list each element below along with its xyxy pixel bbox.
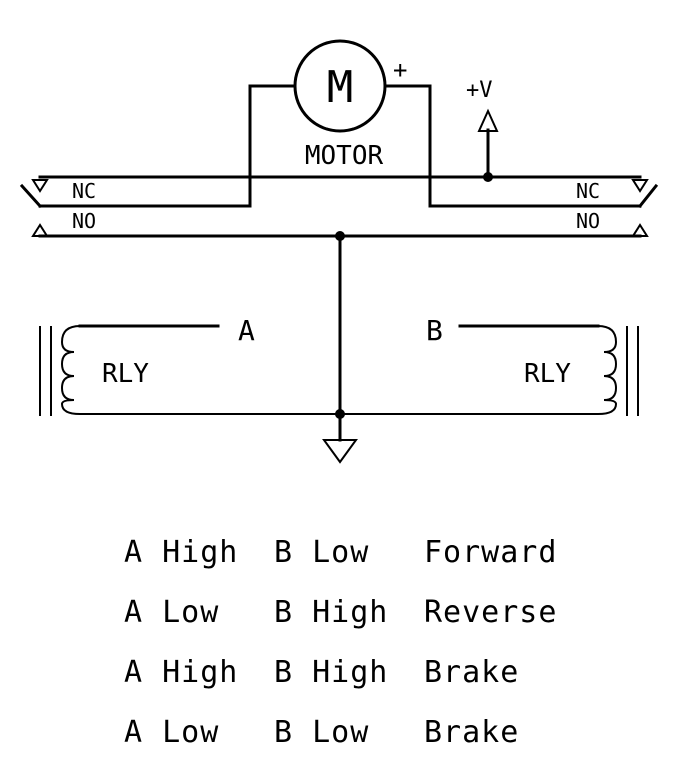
supply-terminal: +V <box>466 78 499 182</box>
relay-a-no-label: NO <box>72 209 96 233</box>
truth-table: A High B Low Forward A Low B High Revers… <box>124 522 584 762</box>
relay-a-winding <box>60 325 340 415</box>
relay-a-nc-contact-icon <box>31 179 49 193</box>
supply-label: +V <box>466 78 493 103</box>
relay-b-state: B High <box>274 654 389 690</box>
relay-b-switch-arm <box>637 183 659 209</box>
relay-b-winding <box>340 325 618 415</box>
relay-b-nc-contact-icon <box>631 179 649 193</box>
relay-b-state: B High <box>274 594 389 630</box>
relay-a-no-contact-icon <box>31 223 49 237</box>
motor-action: Reverse <box>424 594 558 630</box>
relay-b-no-contact-icon <box>631 223 649 237</box>
motor-action: Forward <box>424 534 558 570</box>
relay-b-coil: RLY B <box>340 314 639 416</box>
truth-table-row: A High B High Brake <box>124 642 584 702</box>
relay-a-nc-label: NC <box>72 179 96 203</box>
ground-icon <box>322 439 358 464</box>
motor-action: Brake <box>424 654 520 690</box>
relay-b-state: B Low <box>274 714 370 750</box>
relay-a-state: A Low <box>124 594 220 630</box>
relay-b-no-label: NO <box>576 209 600 233</box>
motor-polarity: + <box>393 56 407 84</box>
truth-table-row: A Low B High Reverse <box>124 582 584 642</box>
no-junction-dot <box>335 231 345 241</box>
relay-a-coil: RLY A <box>39 314 340 416</box>
motor-label: MOTOR <box>305 141 384 171</box>
relay-a-state: A High <box>124 534 239 570</box>
motor-lead-left <box>38 84 297 208</box>
motor-lead-right <box>383 84 642 208</box>
relay-a-state: A Low <box>124 714 220 750</box>
relay-a-state: A High <box>124 654 239 690</box>
relay-a-switch-arm <box>19 183 43 209</box>
truth-table-row: A High B Low Forward <box>124 522 584 582</box>
motor-action: Brake <box>424 714 520 750</box>
relay-a-coil-label: RLY <box>102 359 149 389</box>
truth-table-row: A Low B Low Brake <box>124 702 584 762</box>
relay-b-state: B Low <box>274 534 370 570</box>
motor-symbol: M <box>327 62 354 113</box>
relay-b-coil-label: RLY <box>524 359 571 389</box>
relay-b-nc-label: NC <box>576 179 600 203</box>
supply-arrow-icon <box>477 108 499 132</box>
relay-a-name: A <box>238 314 255 347</box>
relay-b-name: B <box>426 314 443 347</box>
supply-junction-dot <box>483 172 493 182</box>
motor: M + MOTOR <box>293 39 407 171</box>
